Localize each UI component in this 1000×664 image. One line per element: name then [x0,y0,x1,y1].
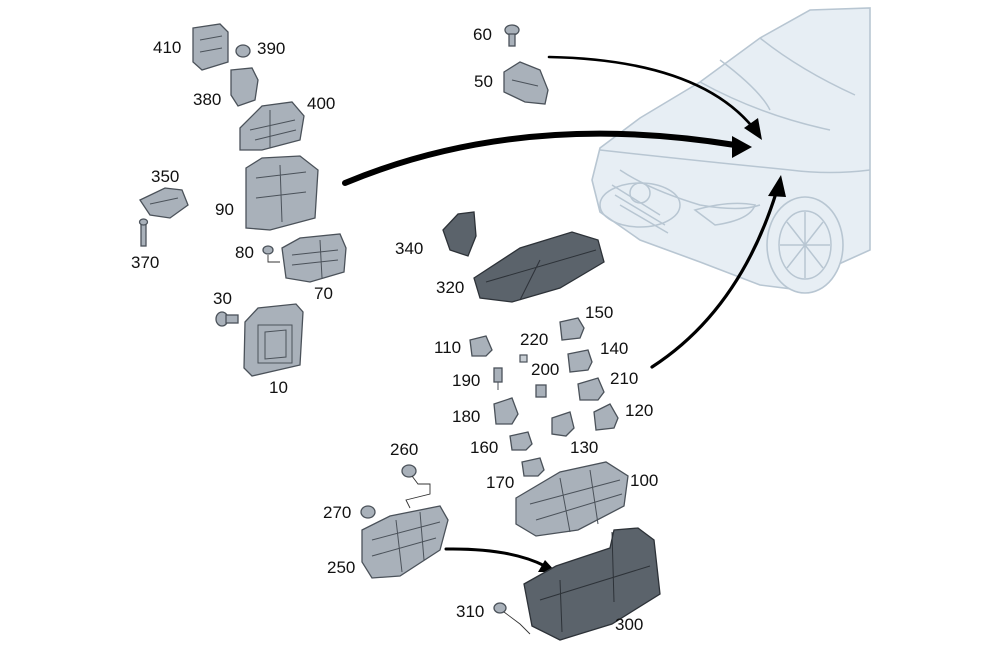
part-310 [493,602,531,635]
part-250 [361,505,449,579]
label-220: 220 [520,330,548,349]
label-370: 370 [131,253,159,272]
part-400 [239,101,305,151]
car-illustration [591,7,871,294]
part-120 [593,403,619,431]
label-180: 180 [452,407,480,426]
part-380 [230,67,259,107]
label-90: 90 [215,200,234,219]
part-210 [577,377,605,401]
part-140 [567,349,593,373]
part-10 [243,303,304,377]
label-130: 130 [570,438,598,457]
part-200 [535,384,547,398]
label-300: 300 [615,615,643,634]
part-220 [519,354,528,363]
part-170 [521,457,545,477]
label-170: 170 [486,473,514,492]
part-70 [281,233,347,283]
arrows [342,55,786,572]
part-60 [504,24,520,47]
part-180 [493,397,519,425]
label-310: 310 [456,602,484,621]
label-390: 390 [257,39,285,58]
part-320 [473,231,605,303]
label-250: 250 [327,558,355,577]
part-340 [442,211,477,257]
part-labels: 410 390 380 400 350 90 370 80 70 30 10 6… [131,25,658,634]
part-110 [469,335,493,357]
part-150 [559,317,585,341]
label-160: 160 [470,438,498,457]
label-150: 150 [585,303,613,322]
part-260 [401,464,431,509]
label-320: 320 [436,278,464,297]
part-350 [139,187,189,219]
arrow-head-2 [732,136,752,158]
arrow-head-1 [744,118,762,140]
part-390 [235,44,251,58]
part-80 [262,245,280,263]
label-270: 270 [323,503,351,522]
label-60: 60 [473,25,492,44]
part-270 [360,505,376,519]
part-370 [138,218,149,247]
label-260: 260 [390,440,418,459]
label-140: 140 [600,339,628,358]
part-30 [215,311,239,327]
arrow-head-3 [768,175,786,197]
label-410: 410 [153,38,181,57]
label-100: 100 [630,471,658,490]
label-80: 80 [235,243,254,262]
label-110: 110 [434,338,461,357]
part-100 [515,461,629,537]
label-380: 380 [193,90,221,109]
part-190 [493,367,503,390]
label-200: 200 [531,360,559,379]
part-130 [551,411,575,437]
label-190: 190 [452,371,480,390]
label-120: 120 [625,401,653,420]
label-340: 340 [395,239,423,258]
label-50: 50 [474,72,493,91]
label-400: 400 [307,94,335,113]
part-160 [509,431,533,451]
label-10: 10 [269,378,288,397]
label-30: 30 [213,289,232,308]
label-350: 350 [151,167,179,186]
part-410 [192,23,229,71]
part-300 [523,527,661,641]
label-70: 70 [314,284,333,303]
part-50 [503,61,549,105]
part-90 [245,155,319,231]
label-210: 210 [610,369,638,388]
